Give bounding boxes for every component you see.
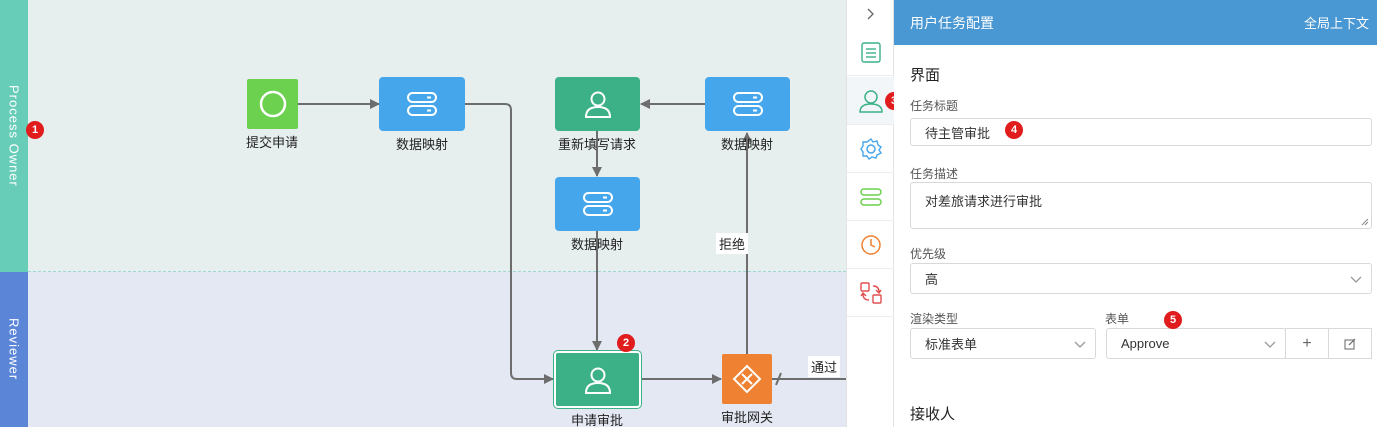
- lane-label-process-owner[interactable]: Process Owner: [0, 0, 28, 272]
- chevron-down-icon: [1074, 341, 1086, 348]
- edit-form-button[interactable]: [1328, 328, 1372, 359]
- refill-request-node[interactable]: [555, 77, 640, 131]
- render-type-select[interactable]: 标准表单: [910, 328, 1096, 359]
- user-task-icon: [584, 367, 611, 394]
- annotation-badge-1: 1: [26, 121, 44, 139]
- chevron-down-icon: [1350, 276, 1362, 283]
- rail-timer[interactable]: [847, 221, 894, 269]
- form-label: 表单: [1105, 312, 1130, 326]
- data-mapping-node-2[interactable]: [555, 177, 640, 231]
- lane-process-owner-area[interactable]: [28, 0, 846, 272]
- plus-icon: +: [1302, 334, 1312, 352]
- start-event-node[interactable]: [247, 79, 298, 129]
- node-label-approve: 申请审批: [570, 413, 624, 427]
- lane-label-text: Reviewer: [6, 318, 22, 381]
- section-title-ui: 界面: [910, 67, 941, 84]
- collapse-panel-button[interactable]: [847, 0, 894, 28]
- user-task-icon: [584, 91, 611, 118]
- rail-settings[interactable]: [847, 125, 894, 173]
- user-icon: [858, 89, 883, 113]
- priority-value: 高: [925, 272, 939, 287]
- node-label-refill: 重新填写请求: [557, 137, 637, 152]
- render-type-value: 标准表单: [925, 337, 978, 352]
- task-desc-label: 任务描述: [910, 167, 959, 181]
- flow-edges: [298, 99, 846, 386]
- global-context-link[interactable]: 全局上下文: [1303, 16, 1369, 31]
- render-type-label: 渲染类型: [910, 312, 959, 326]
- priority-select[interactable]: 高: [910, 263, 1372, 294]
- node-label-start: 提交申请: [245, 135, 299, 150]
- chevron-right-icon: [867, 8, 874, 20]
- task-desc-value: 对差旅请求进行审批: [925, 194, 1043, 209]
- rail-transfer[interactable]: [847, 269, 894, 317]
- lane-divider: [28, 271, 846, 272]
- form-value: Approve: [1121, 336, 1170, 351]
- form-select[interactable]: Approve: [1106, 328, 1286, 359]
- data-mapping-icon: [859, 187, 882, 206]
- resize-handle-icon[interactable]: [1361, 218, 1369, 226]
- approval-task-node[interactable]: [554, 351, 641, 408]
- start-circle-icon: [259, 90, 286, 118]
- data-mapping-icon: [582, 192, 613, 216]
- data-mapping-node-3[interactable]: [705, 77, 790, 131]
- lane-label-text: Process Owner: [6, 85, 22, 187]
- node-label-map3: 数据映射: [720, 137, 774, 152]
- data-mapping-icon: [407, 92, 437, 116]
- data-mapping-node-1[interactable]: [379, 77, 465, 131]
- task-desc-textarea[interactable]: 对差旅请求进行审批: [910, 182, 1372, 229]
- task-title-label: 任务标题: [910, 99, 959, 113]
- annotation-badge-5: 5: [1164, 311, 1182, 329]
- clock-icon: [860, 234, 881, 255]
- edge-pass-tick: [775, 372, 782, 386]
- lane-reviewer-area[interactable]: [28, 272, 846, 427]
- panel-header: 用户任务配置 全局上下文: [894, 0, 1377, 45]
- chevron-down-icon: [1264, 341, 1276, 348]
- edge-map1-to-approve: [465, 103, 554, 384]
- task-title-value: 待主管审批: [925, 125, 991, 141]
- annotation-badge-2: 2: [617, 334, 635, 352]
- node-label-map2: 数据映射: [570, 237, 624, 252]
- node-label-map1: 数据映射: [395, 137, 449, 152]
- node-label-gateway: 审批网关: [720, 410, 774, 425]
- clipboard-list-icon: [860, 41, 881, 63]
- gear-icon: [859, 137, 882, 160]
- rail-data-mapping[interactable]: [847, 173, 894, 221]
- approval-gateway-node[interactable]: [722, 354, 772, 404]
- edit-icon: [1344, 338, 1356, 349]
- edge-label-reject[interactable]: 拒绝: [716, 233, 749, 254]
- user-task-config-panel: 用户任务配置 全局上下文 界面 任务标题 待主管审批 任务描述 对差旅请求进行审…: [894, 0, 1377, 427]
- edge-label-pass[interactable]: 通过: [808, 356, 841, 377]
- property-icon-rail: [846, 0, 894, 427]
- annotation-badge-4: 4: [1005, 121, 1023, 139]
- priority-label: 优先级: [910, 247, 947, 261]
- panel-title: 用户任务配置: [910, 14, 994, 31]
- transfer-icon: [859, 281, 882, 304]
- section-title-receiver: 接收人: [910, 406, 956, 423]
- task-title-input[interactable]: 待主管审批: [910, 118, 1372, 146]
- add-form-button[interactable]: +: [1285, 328, 1329, 359]
- data-mapping-icon: [732, 92, 763, 116]
- lane-label-reviewer[interactable]: Reviewer: [0, 272, 28, 427]
- rail-basic-info[interactable]: [847, 28, 894, 76]
- gateway-diamond-icon: [732, 364, 762, 394]
